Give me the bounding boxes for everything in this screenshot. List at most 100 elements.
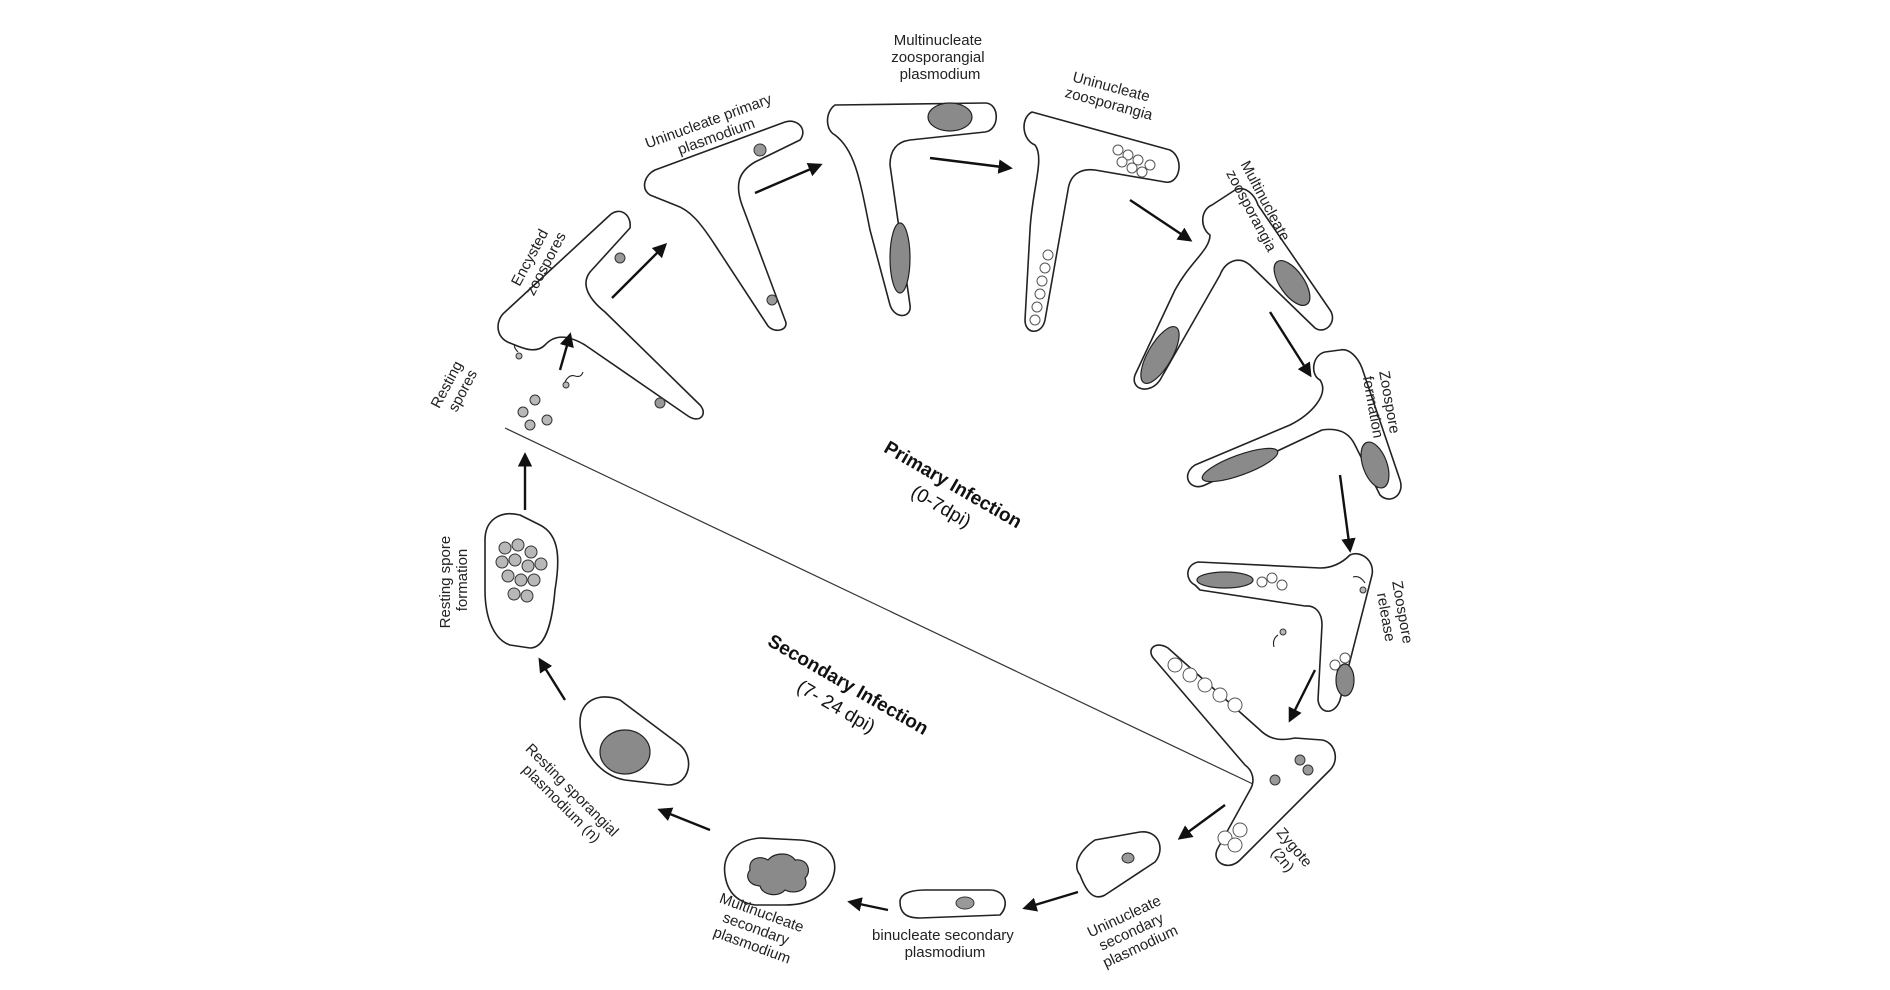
arrow-to-zygote [1288,669,1317,723]
empty-sporangium [1256,576,1268,588]
resting-spore-cluster [495,538,548,603]
zygote-nucleus [1294,754,1306,766]
zoosporangial-plasmodium [927,102,973,132]
zoospore-empty [1197,677,1213,693]
resting-spore [511,538,525,552]
zoosporangium [1126,162,1138,174]
secondary-nucleus [1121,852,1135,864]
root-hair-cell [1150,644,1337,866]
resting-spore [508,553,522,567]
zoospore [515,352,523,360]
zoosporangium [1029,314,1041,326]
zoospore-mass [1196,571,1254,589]
arrow-uninucleate-to-multinucleate-zoosporangial [754,162,823,195]
stage-zoospore-formation: Zoospore formation [1186,348,1403,500]
zygote-nucleus [1269,774,1281,786]
zoospore-mass [1201,447,1279,483]
zoospore-empty [1212,687,1228,703]
label-uninucleate-secondary-plasmodium: Uninucleate secondary plasmodium [1085,891,1182,972]
arrow-to-multinucleate-secondary [847,897,889,912]
resting-sporangial-mass [599,729,651,775]
stage-uninucleate-zoosporangia: Uninucleate zoosporangia [1023,68,1180,333]
resting-spore [514,573,528,587]
primary-nucleus [766,294,778,306]
stage-resting-sporangial-plasmodium: Resting sporangial plasmodium (n) [519,696,690,846]
stage-binucleate-secondary-plasmodium: binucleate secondary plasmodium [872,889,1018,961]
resting-spore [524,545,538,559]
label-multinucleate-zoosporangial-plasmodium: Multinucleate zoosporangial plasmodium [891,32,989,83]
resting-spore [527,573,541,587]
zoospore [562,381,570,389]
host-cell [1076,831,1161,898]
stage-encysted-zoospores: Encysted zoospores [497,210,704,420]
zoospore-empty [1227,697,1243,713]
resting-spore [507,587,521,601]
primary-nucleus [753,143,767,157]
label-zoospore-release: Zoospore release [1371,579,1416,651]
arrow-to-zoospore-release [1338,474,1356,553]
zoospore-empty [1182,667,1198,683]
arrow-resting-to-encysted [558,332,574,371]
zoospore-empty [1232,822,1248,838]
zoospore-mass [1360,441,1390,489]
host-cell [899,889,1006,919]
zygote-nucleus [1302,764,1314,776]
label-binucleate-secondary-plasmodium: binucleate secondary plasmodium [872,927,1018,961]
root-hair-cell [643,120,804,332]
empty-sporangium [1339,652,1351,664]
zoosporangial-plasmodium [889,222,911,294]
resting-spore [498,541,512,555]
zoospore-empty [1167,657,1183,673]
resting-spore [495,555,509,569]
root-hair-cell [826,102,998,317]
label-resting-spores: Resting spores [428,355,484,420]
stage-multinucleate-zoosporangial-plasmodium: Multinucleate zoosporangial plasmodium [826,32,998,317]
zoosporangium [1136,166,1148,178]
zoospore-flagellum [1352,576,1366,584]
stage-uninucleate-primary-plasmodium: Uninucleate primary plasmodium [643,91,804,332]
arrow-zygote-to-uninucleate-secondary [1177,804,1226,840]
stage-zoospore-release: Zoospore release [1187,553,1416,713]
zoospore [1279,628,1287,636]
phase-divider-line [504,427,1256,786]
arrow-to-binucleate-secondary [1022,890,1079,912]
resting-spore [534,557,548,571]
zoospore-empty [1227,837,1243,853]
resting-spore [517,406,529,418]
arrow-to-resting-spore-formation [538,657,567,701]
zoosporangium [1031,301,1043,313]
zoosporangium [1132,154,1144,166]
zoospore [1359,586,1367,594]
zoospore-nucleus [614,252,626,264]
zoosporangium [1039,262,1051,274]
stage-zygote: Zygote (2n) [1150,644,1337,884]
arrow-to-resting-sporangial [657,807,711,832]
label-uninucleate-zoosporangia: Uninucleate zoosporangia [1063,68,1159,124]
stage-multinucleate-secondary-plasmodium: Multinucleate secondary plasmodium [711,837,836,968]
zoosporangium [1042,249,1054,261]
resting-spore [541,414,553,426]
secondary-nucleus [955,896,975,910]
zoosporangium [1112,144,1124,156]
zoosporangia-mass [1273,260,1311,306]
zoosporangium [1034,288,1046,300]
zoosporangium [1116,156,1128,168]
zoospore-mass [1335,663,1355,697]
zoosporangia-mass [1140,326,1180,384]
resting-spore [501,569,515,583]
stage-resting-spore-formation: Resting spore formation [437,513,559,649]
zoosporangium [1036,275,1048,287]
root-hair-cell [1023,111,1180,333]
label-zygote: Zygote (2n) [1260,824,1318,884]
zoosporangium [1122,149,1134,161]
stage-resting-spores: Resting spores [428,333,584,431]
root-hair-cell [497,210,704,420]
arrow-to-zoospore-formation [1268,311,1312,378]
empty-sporangium [1266,572,1278,584]
root-hair-cell [1187,553,1374,713]
resting-spore [524,419,536,431]
multinucleate-plasmodium [747,853,809,896]
zoospore-flagellum [564,371,584,383]
arrow-to-uninucleate-zoosporangia [929,156,1013,174]
empty-sporangium [1329,659,1341,671]
